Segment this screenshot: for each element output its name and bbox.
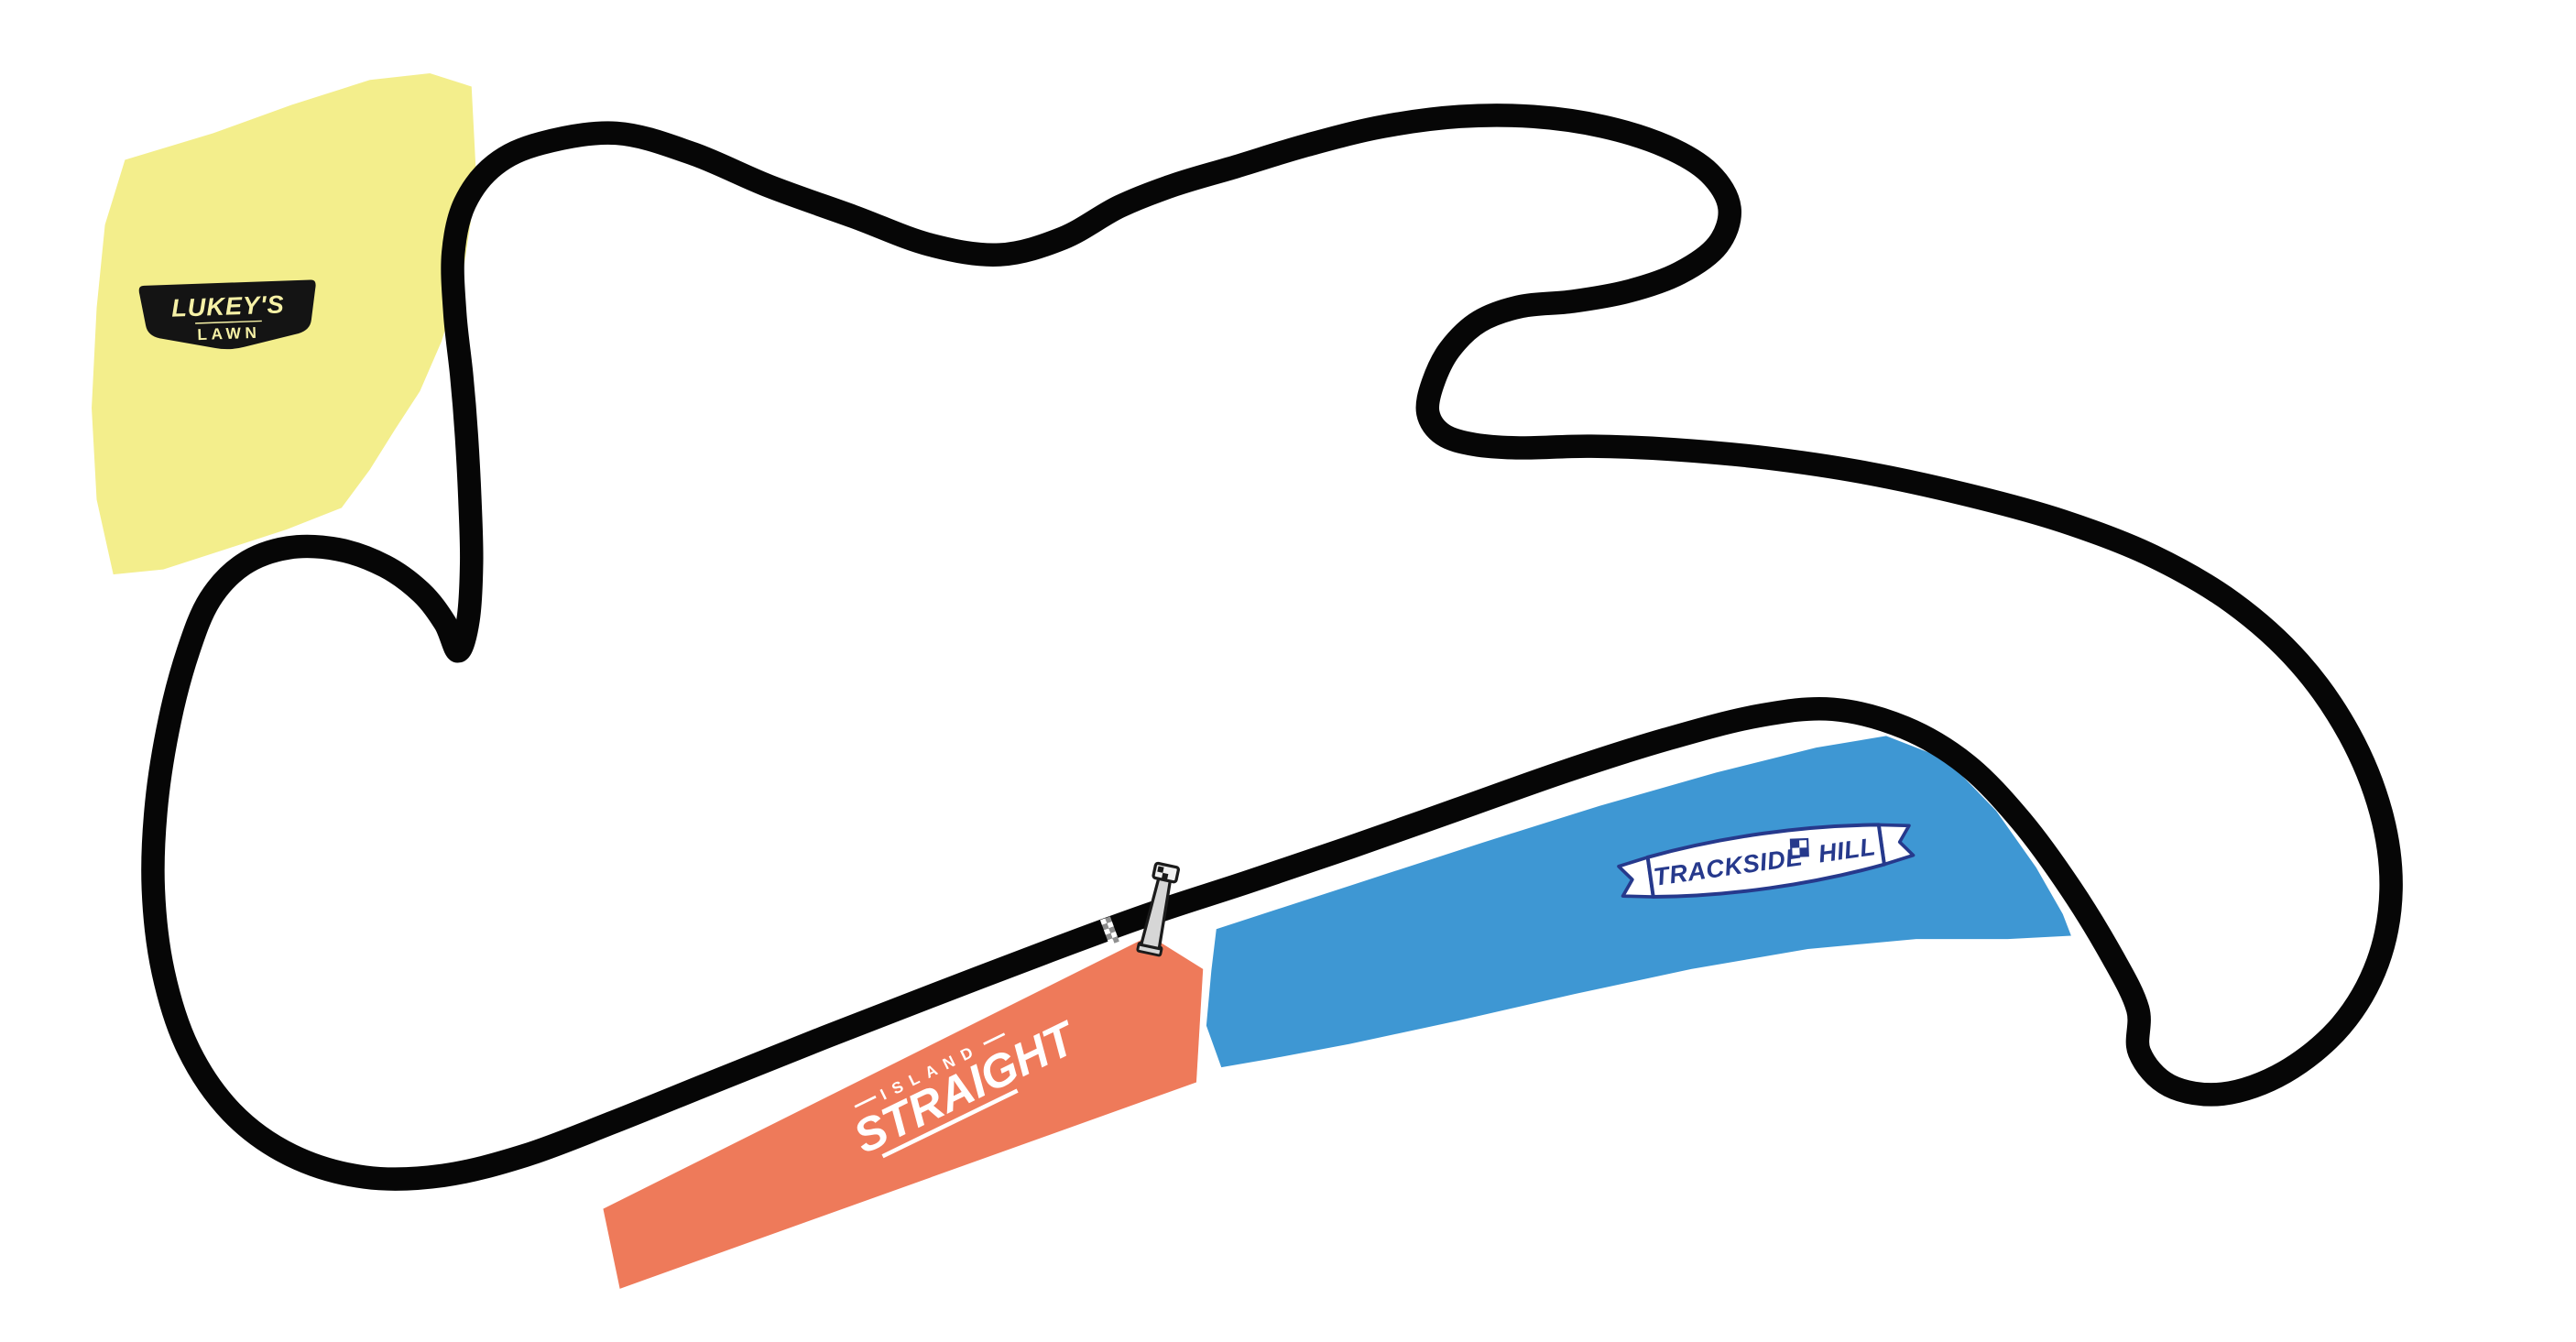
straight-underline xyxy=(881,1088,1019,1159)
trackside-hill-banner: TRACKSIDE HILL xyxy=(1617,823,1916,900)
island-label-rule-left xyxy=(854,1095,877,1108)
checker-cell xyxy=(1791,847,1800,856)
lukeys-lawn-label-line2: LAWN xyxy=(197,323,261,344)
checker-cell xyxy=(1790,839,1800,848)
checker-cell xyxy=(1099,918,1108,925)
gantry-checker-cell xyxy=(1162,872,1169,880)
badge-divider xyxy=(195,320,262,324)
checker-cell xyxy=(1107,938,1115,945)
checker-cell xyxy=(1799,847,1808,856)
checkered-flag-icon xyxy=(1789,837,1809,857)
checker-cell xyxy=(1107,921,1114,929)
start-finish-checkered-strip xyxy=(1099,916,1119,945)
gantry-checker-cell xyxy=(1157,866,1164,873)
lukeys-lawn-label-line1: LUKEY'S xyxy=(171,289,286,322)
start-gantry-icon xyxy=(1136,861,1180,957)
checker-cell xyxy=(1101,922,1109,931)
island-straight-region xyxy=(603,935,1204,1289)
island-label-rule-right xyxy=(983,1032,1006,1046)
checker-cell xyxy=(1105,933,1113,941)
checker-cell xyxy=(1108,926,1116,933)
checker-cell xyxy=(1103,928,1111,935)
lukeys-lawn-badge: LUKEY'S LAWN xyxy=(136,277,319,353)
track-outline xyxy=(141,104,2403,1191)
start-finish-marker xyxy=(1099,861,1180,957)
checker-cell xyxy=(1112,936,1119,944)
banner-body xyxy=(1645,823,1886,900)
checker-cell xyxy=(1110,931,1118,939)
badge-plaque xyxy=(136,277,319,353)
gantry-top-box xyxy=(1152,861,1180,884)
checker-cell xyxy=(1799,839,1808,848)
checkered-flag-outline xyxy=(1789,837,1809,857)
checker-cell xyxy=(1105,916,1112,923)
trackside-hill-region xyxy=(1206,736,2071,1068)
